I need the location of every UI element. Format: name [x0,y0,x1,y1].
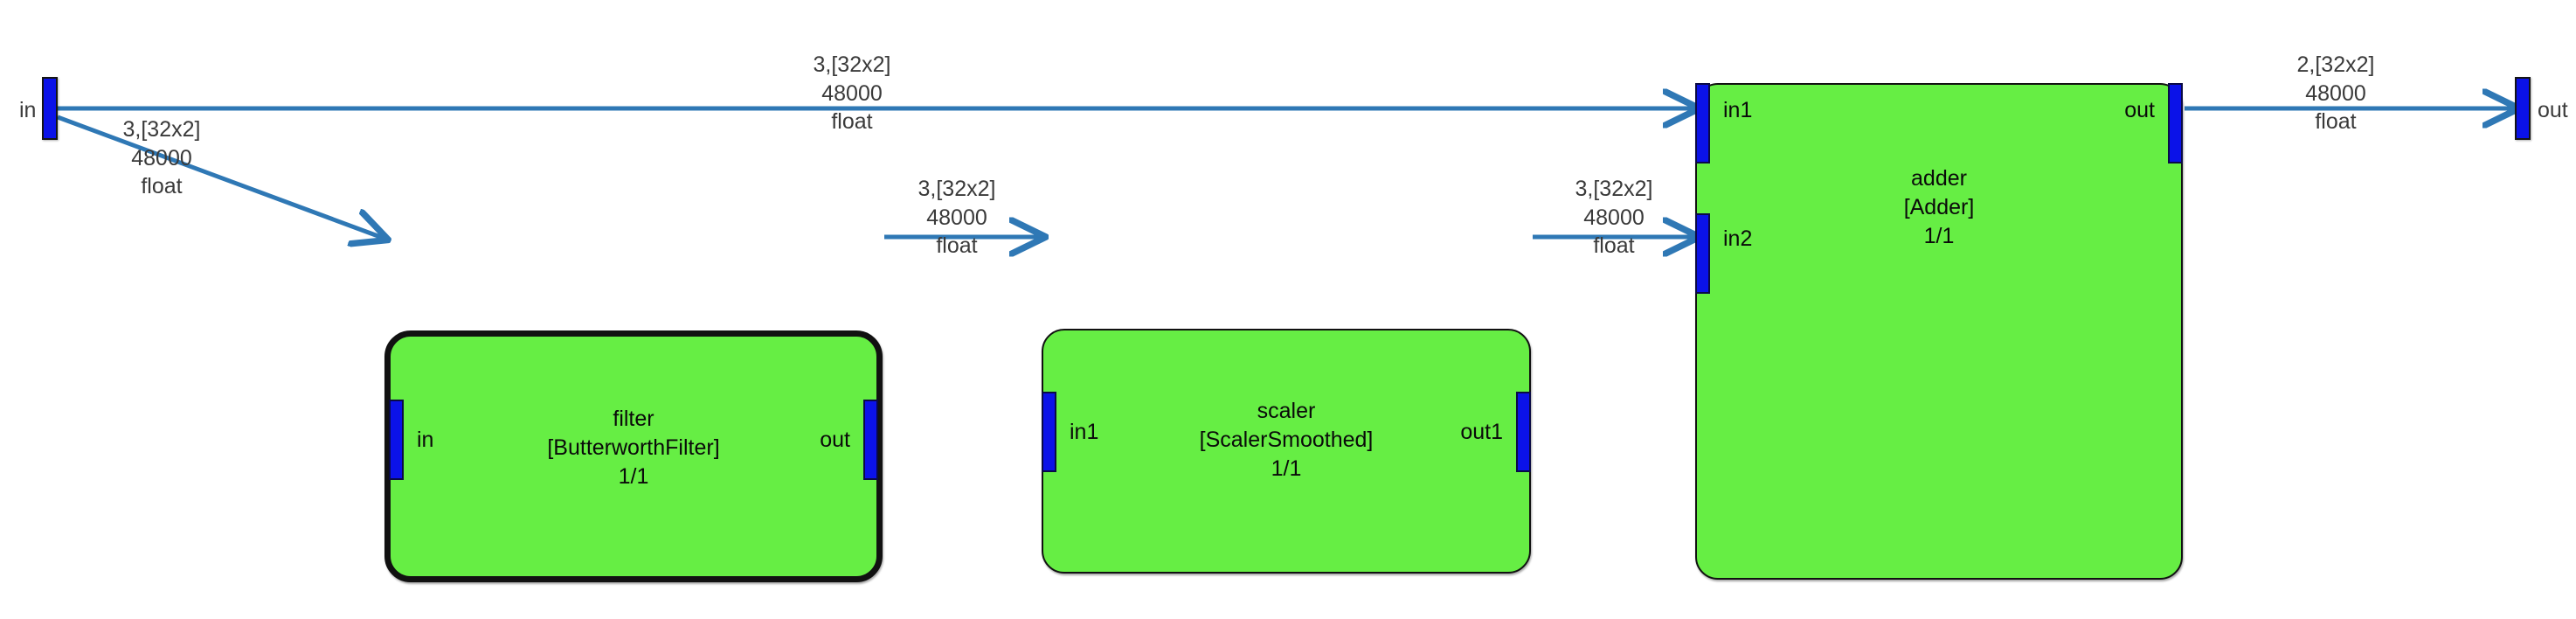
block-scaler[interactable]: in1 out1 scaler [ScalerSmoothed] 1/1 [1042,329,1531,574]
edge-label-scaler-to-adder: 3,[32x2] 48000 float [1575,177,1653,258]
block-filter-port-in-label: in [417,428,434,452]
graph-output-port[interactable] [2515,77,2531,140]
block-filter-ratio: 1/1 [618,464,649,489]
block-scaler-type: [ScalerSmoothed] [1199,428,1374,452]
block-adder-type: [Adder] [1903,195,1975,219]
block-filter[interactable]: in out filter [ButterworthFilter] 1/1 [384,330,883,582]
graph-input-port[interactable] [42,77,58,140]
block-filter-name: filter [613,407,654,431]
edge-label-filter-to-scaler: 3,[32x2] 48000 float [918,177,996,258]
block-adder-port-in1[interactable] [1695,83,1710,163]
block-filter-port-in[interactable] [389,400,404,480]
block-scaler-port-out1-label: out1 [1460,420,1503,444]
block-adder-ratio: 1/1 [1923,224,1955,248]
block-adder-port-out-label: out [2124,98,2155,122]
edge-label-in-to-adder: 3,[32x2] 48000 float [813,52,891,134]
edge-in-to-filter-in[interactable] [57,115,383,238]
graph-output-label: out [2538,98,2568,122]
block-scaler-port-in1[interactable] [1042,392,1056,472]
block-adder-name: adder [1911,166,1967,191]
block-adder-port-in1-label: in1 [1723,98,1753,122]
block-filter-type: [ButterworthFilter] [547,435,720,460]
block-adder-port-in2-label: in2 [1723,226,1753,251]
block-adder-port-out[interactable] [2168,83,2183,163]
block-scaler-ratio: 1/1 [1271,456,1302,481]
block-adder[interactable]: in1 in2 out adder [Adder] 1/1 [1695,83,2183,580]
block-scaler-port-out1[interactable] [1516,392,1531,472]
edge-label-in-to-filter: 3,[32x2] 48000 float [122,117,201,198]
edge-label-adder-to-out: 2,[32x2] 48000 float [2296,52,2375,134]
block-scaler-name: scaler [1257,399,1316,423]
graph-input-label: in [19,98,37,122]
block-scaler-port-in1-label: in1 [1070,420,1099,444]
block-adder-port-in2[interactable] [1695,213,1710,294]
block-filter-port-out[interactable] [863,400,878,480]
block-filter-port-out-label: out [820,428,850,452]
